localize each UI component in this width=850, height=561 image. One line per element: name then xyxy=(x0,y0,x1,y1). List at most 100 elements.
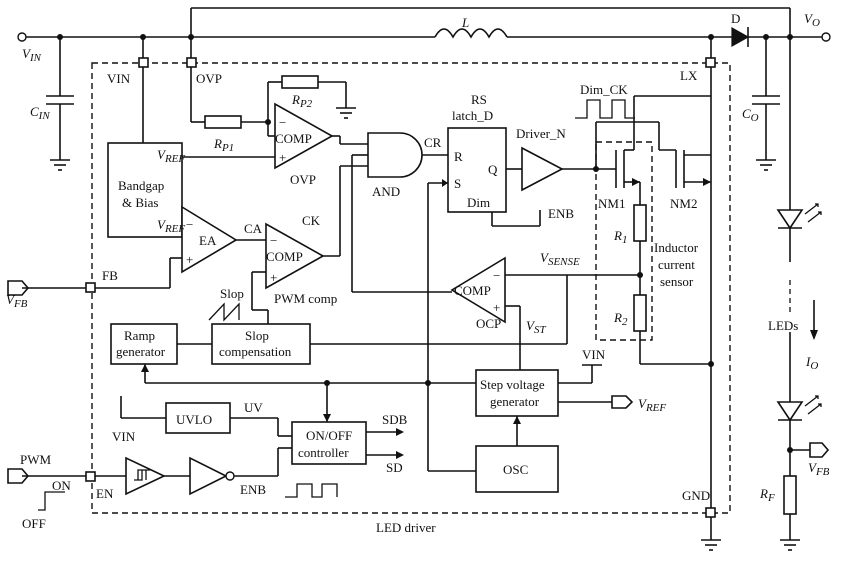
ramp-generator-label2: generator xyxy=(116,344,166,359)
onoff-label2: controller xyxy=(298,445,349,460)
dim-ck-label: Dim_CK xyxy=(580,82,628,97)
pwm-comp-plus: + xyxy=(270,270,277,285)
ea-minus: − xyxy=(186,217,193,232)
schmitt-glyph xyxy=(134,469,150,481)
driver-n-label: Driver_N xyxy=(516,126,566,141)
vin-uvlo-label: VIN xyxy=(112,429,136,444)
resistor-r2 xyxy=(633,294,647,332)
comparator-pwm xyxy=(265,222,325,290)
slop-comp-label: Slop xyxy=(245,328,269,343)
led-2-rays xyxy=(804,395,822,415)
vo-terminal-label: VO xyxy=(804,11,820,29)
vfb-input-label: VFB xyxy=(6,292,28,310)
dim-ck-waveform xyxy=(575,99,635,119)
rp1-label: RP1 xyxy=(213,136,234,154)
rf-label: RF xyxy=(759,486,775,504)
inductor-l xyxy=(434,28,508,39)
pin-lx-square xyxy=(705,57,716,68)
cin-label: CIN xyxy=(30,104,50,122)
sd-label: SD xyxy=(386,460,403,475)
slop-comp-label2: compensation xyxy=(219,344,292,359)
pin-en-label: EN xyxy=(96,486,114,501)
comparator-ocp xyxy=(450,256,506,324)
pwm-label: PWM xyxy=(20,452,52,467)
ovp-comp-text: COMP xyxy=(275,131,312,146)
comparator-ovp xyxy=(274,102,334,170)
leds-label: LEDs xyxy=(768,318,798,333)
pwm-pulse-glyph xyxy=(285,483,338,498)
enb-bottom-label: ENB xyxy=(240,482,266,497)
vref-in-label: VREF xyxy=(157,147,185,165)
ovp-comp-plus: + xyxy=(279,150,286,165)
r2-label: R2 xyxy=(613,310,628,328)
ovp-comp-minus: − xyxy=(279,115,286,130)
osc-label: OSC xyxy=(503,462,528,477)
off-label: OFF xyxy=(22,516,46,531)
ocp-label: OCP xyxy=(476,316,501,331)
bandgap-bias-block xyxy=(107,142,183,238)
sensor-label: Inductor xyxy=(654,240,699,255)
ground-co xyxy=(756,159,776,171)
vin-terminal-label: VIN xyxy=(22,46,42,64)
uvlo-label: UVLO xyxy=(176,412,212,427)
ck-label: CK xyxy=(302,213,321,228)
vfb-out-terminal xyxy=(809,442,830,458)
enb-label: ENB xyxy=(548,206,574,221)
ocp-minus: − xyxy=(493,268,500,283)
vfb-out-label: VFB xyxy=(808,460,830,478)
ground-gnd xyxy=(701,539,721,551)
sensor-label3: sensor xyxy=(660,274,694,289)
uv-label: UV xyxy=(244,400,263,415)
sdb-arrow xyxy=(396,428,404,436)
co-label: CO xyxy=(742,106,759,124)
bandgap-label: Bandgap xyxy=(118,178,164,193)
ocp-comp-text: COMP xyxy=(454,283,491,298)
ground-rp2 xyxy=(336,107,356,119)
vst-label: VST xyxy=(526,318,546,336)
dim-pin-label: Dim xyxy=(467,195,490,210)
pin-vin-square xyxy=(138,57,149,68)
cr-label: CR xyxy=(424,135,442,150)
vref-step-terminal xyxy=(611,395,634,409)
ovp-block-label: OVP xyxy=(290,172,316,187)
inductor-current-sensor-boundary xyxy=(595,141,653,341)
inverter-bubble xyxy=(225,471,235,481)
s-pin-label: S xyxy=(454,176,461,191)
onoff-label: ON/OFF xyxy=(306,428,352,443)
vo-terminal xyxy=(821,32,831,42)
resistor-rf xyxy=(783,475,797,515)
led-1 xyxy=(776,209,804,230)
sensor-label2: current xyxy=(658,257,695,272)
pin-gnd-square xyxy=(705,507,716,518)
pin-fb-label: FB xyxy=(102,268,118,283)
ramp-arrow xyxy=(141,364,149,372)
vref-out-label: VREF xyxy=(157,217,185,235)
led-driver-label: LED driver xyxy=(376,520,436,535)
ocp-plus: + xyxy=(493,300,500,315)
vin-small-label: VIN xyxy=(582,347,606,362)
pin-fb-square xyxy=(85,282,96,293)
ground-rf xyxy=(780,539,800,551)
rs-title2: latch_D xyxy=(452,108,493,123)
pin-gnd-label: GND xyxy=(682,488,710,503)
step-arrow xyxy=(513,416,521,424)
on-label: ON xyxy=(52,478,71,493)
q-pin-label: Q xyxy=(488,162,498,177)
nm2-label: NM2 xyxy=(670,196,697,211)
r1-label: R1 xyxy=(613,228,627,246)
ground-cin xyxy=(50,159,70,171)
schmitt-buffer xyxy=(125,456,166,496)
pin-ovp-square xyxy=(186,57,197,68)
slop-compensation-block xyxy=(211,323,311,365)
pwm-comp-label: PWM comp xyxy=(274,291,337,306)
pin-ovp-label: OVP xyxy=(196,71,222,86)
vsense-label: VSENSE xyxy=(540,250,580,268)
step-voltage-label: Step voltage xyxy=(480,377,545,392)
led-1-rays xyxy=(804,203,822,223)
vref-step-label: VREF xyxy=(638,396,666,414)
r-pin-label: R xyxy=(454,149,463,164)
inductor-label: L xyxy=(461,15,469,30)
resistor-rp1 xyxy=(204,115,242,129)
and-label: AND xyxy=(372,184,400,199)
